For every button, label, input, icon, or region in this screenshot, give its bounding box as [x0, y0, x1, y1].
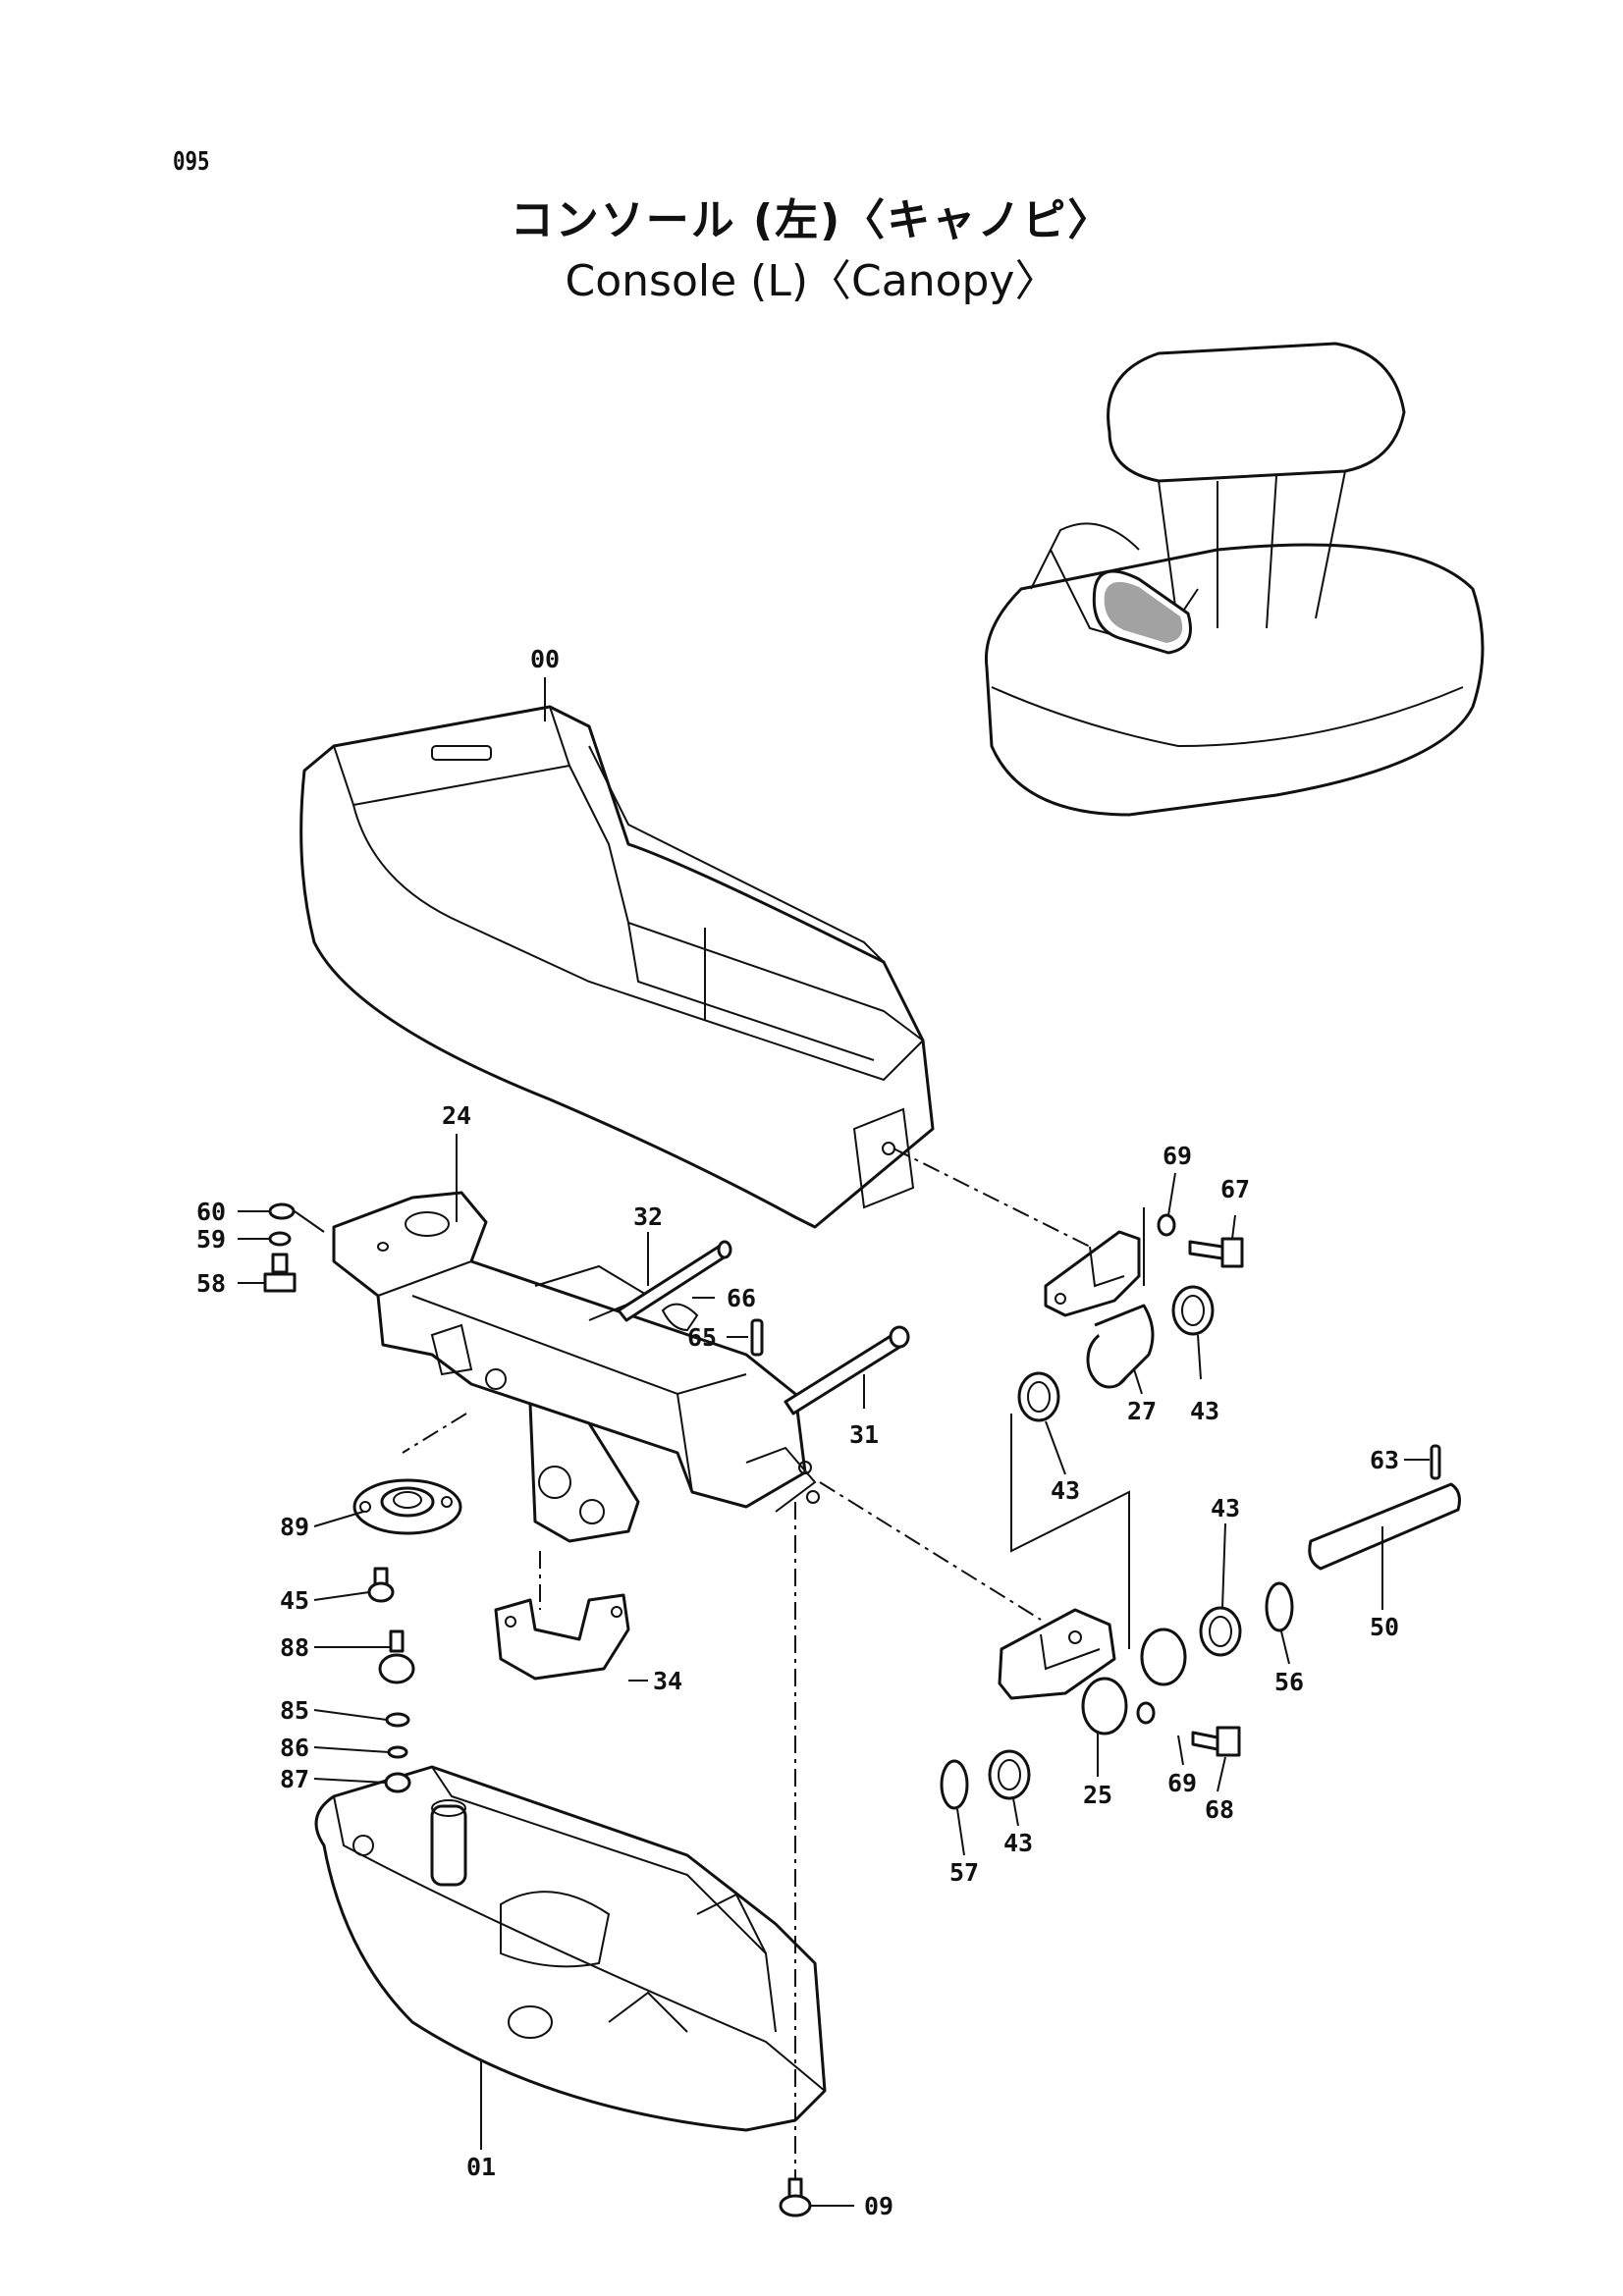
pin-50 [1308, 1482, 1461, 1571]
leader-lines [238, 677, 1430, 2207]
washer-56 [1265, 1581, 1294, 1632]
bushing-43-lower-left [988, 1749, 1031, 1800]
bracket-part-34 [494, 1593, 630, 1681]
part-labels: 00 24 60 59 58 32 66 65 31 89 45 88 85 8… [196, 645, 1399, 2220]
label-87: 87 [280, 1765, 309, 1793]
label-27: 27 [1127, 1397, 1157, 1425]
pin-32 [617, 1243, 730, 1322]
label-86: 86 [280, 1734, 309, 1762]
washer-69-upper [1157, 1213, 1176, 1237]
bracket-part-25 [940, 1581, 1294, 1810]
pins [617, 1240, 1461, 1571]
label-01: 01 [466, 2153, 496, 2181]
label-50: 50 [1370, 1613, 1399, 1641]
label-67: 67 [1220, 1175, 1250, 1203]
washer-60 [268, 1202, 296, 1220]
label-25: 25 [1083, 1781, 1112, 1809]
label-89: 89 [280, 1513, 309, 1541]
bushing-43-upper-right [1171, 1285, 1215, 1336]
label-32: 32 [633, 1202, 663, 1231]
label-00: 00 [530, 645, 560, 673]
title-japanese: コンソール (左)〈キャノピ〉 [510, 195, 1113, 245]
bolt-58-shank [271, 1253, 289, 1274]
label-59: 59 [196, 1225, 226, 1254]
label-09: 09 [864, 2192, 893, 2220]
bushing-43-upper-left [1017, 1371, 1060, 1422]
label-57: 57 [949, 1858, 979, 1887]
label-43-lower-right: 43 [1211, 1494, 1240, 1522]
mount-88-stud [389, 1629, 405, 1653]
label-69-upper: 69 [1163, 1142, 1192, 1170]
label-85: 85 [280, 1696, 309, 1725]
label-34: 34 [653, 1667, 682, 1695]
label-24: 24 [442, 1101, 471, 1130]
bushing-43-lower-right [1199, 1606, 1242, 1657]
assembly-lines [294, 1148, 1145, 2179]
bottom-cover-part-01 [314, 1765, 827, 2132]
bolt-67-head [1220, 1237, 1244, 1268]
label-63: 63 [1370, 1446, 1399, 1474]
label-43-upper-left: 43 [1051, 1476, 1080, 1505]
canopy-machine-overview [984, 342, 1485, 817]
pin-31 [784, 1331, 905, 1415]
label-88: 88 [280, 1633, 309, 1662]
damper-plate-part-89 [352, 1478, 462, 1535]
fasteners [263, 1202, 812, 2217]
bolt-68-head [1216, 1726, 1241, 1757]
bolt-58-head [263, 1272, 297, 1293]
console-body-part-00 [299, 705, 935, 1229]
label-43-upper-right: 43 [1190, 1397, 1219, 1425]
washer-69-lower [1136, 1701, 1156, 1725]
spring-washer-59 [268, 1231, 292, 1247]
label-31: 31 [849, 1420, 879, 1449]
bolt-09-head [779, 2194, 812, 2217]
title-english: Console (L)〈Canopy〉 [565, 256, 1058, 306]
label-60: 60 [196, 1198, 226, 1226]
label-58: 58 [196, 1269, 226, 1298]
mount-88-rubber [378, 1653, 415, 1684]
label-56: 56 [1274, 1668, 1304, 1696]
label-43-lower-left: 43 [1003, 1829, 1033, 1857]
clip-66 [661, 1303, 699, 1332]
spring-washer-86 [387, 1745, 408, 1759]
label-66: 66 [727, 1284, 756, 1312]
label-68: 68 [1205, 1795, 1234, 1824]
bracket-part-27 [1017, 1230, 1215, 1422]
bolts-67-68 [1136, 1213, 1244, 1757]
label-69-lower: 69 [1167, 1769, 1197, 1797]
bolt-67-shank [1188, 1240, 1224, 1260]
nut-87 [384, 1772, 411, 1793]
bolt-09-shank [787, 2177, 803, 2199]
washer-85 [385, 1712, 410, 1728]
label-45: 45 [280, 1586, 309, 1615]
page-number: 095 [173, 147, 210, 177]
bolt-45-head [367, 1581, 395, 1603]
pin-65 [750, 1318, 764, 1357]
pin-63 [1430, 1444, 1441, 1480]
bolt-68-shank [1191, 1731, 1219, 1751]
washer-57 [940, 1759, 969, 1810]
frame-part-24 [332, 1191, 820, 1543]
label-65: 65 [687, 1323, 717, 1352]
